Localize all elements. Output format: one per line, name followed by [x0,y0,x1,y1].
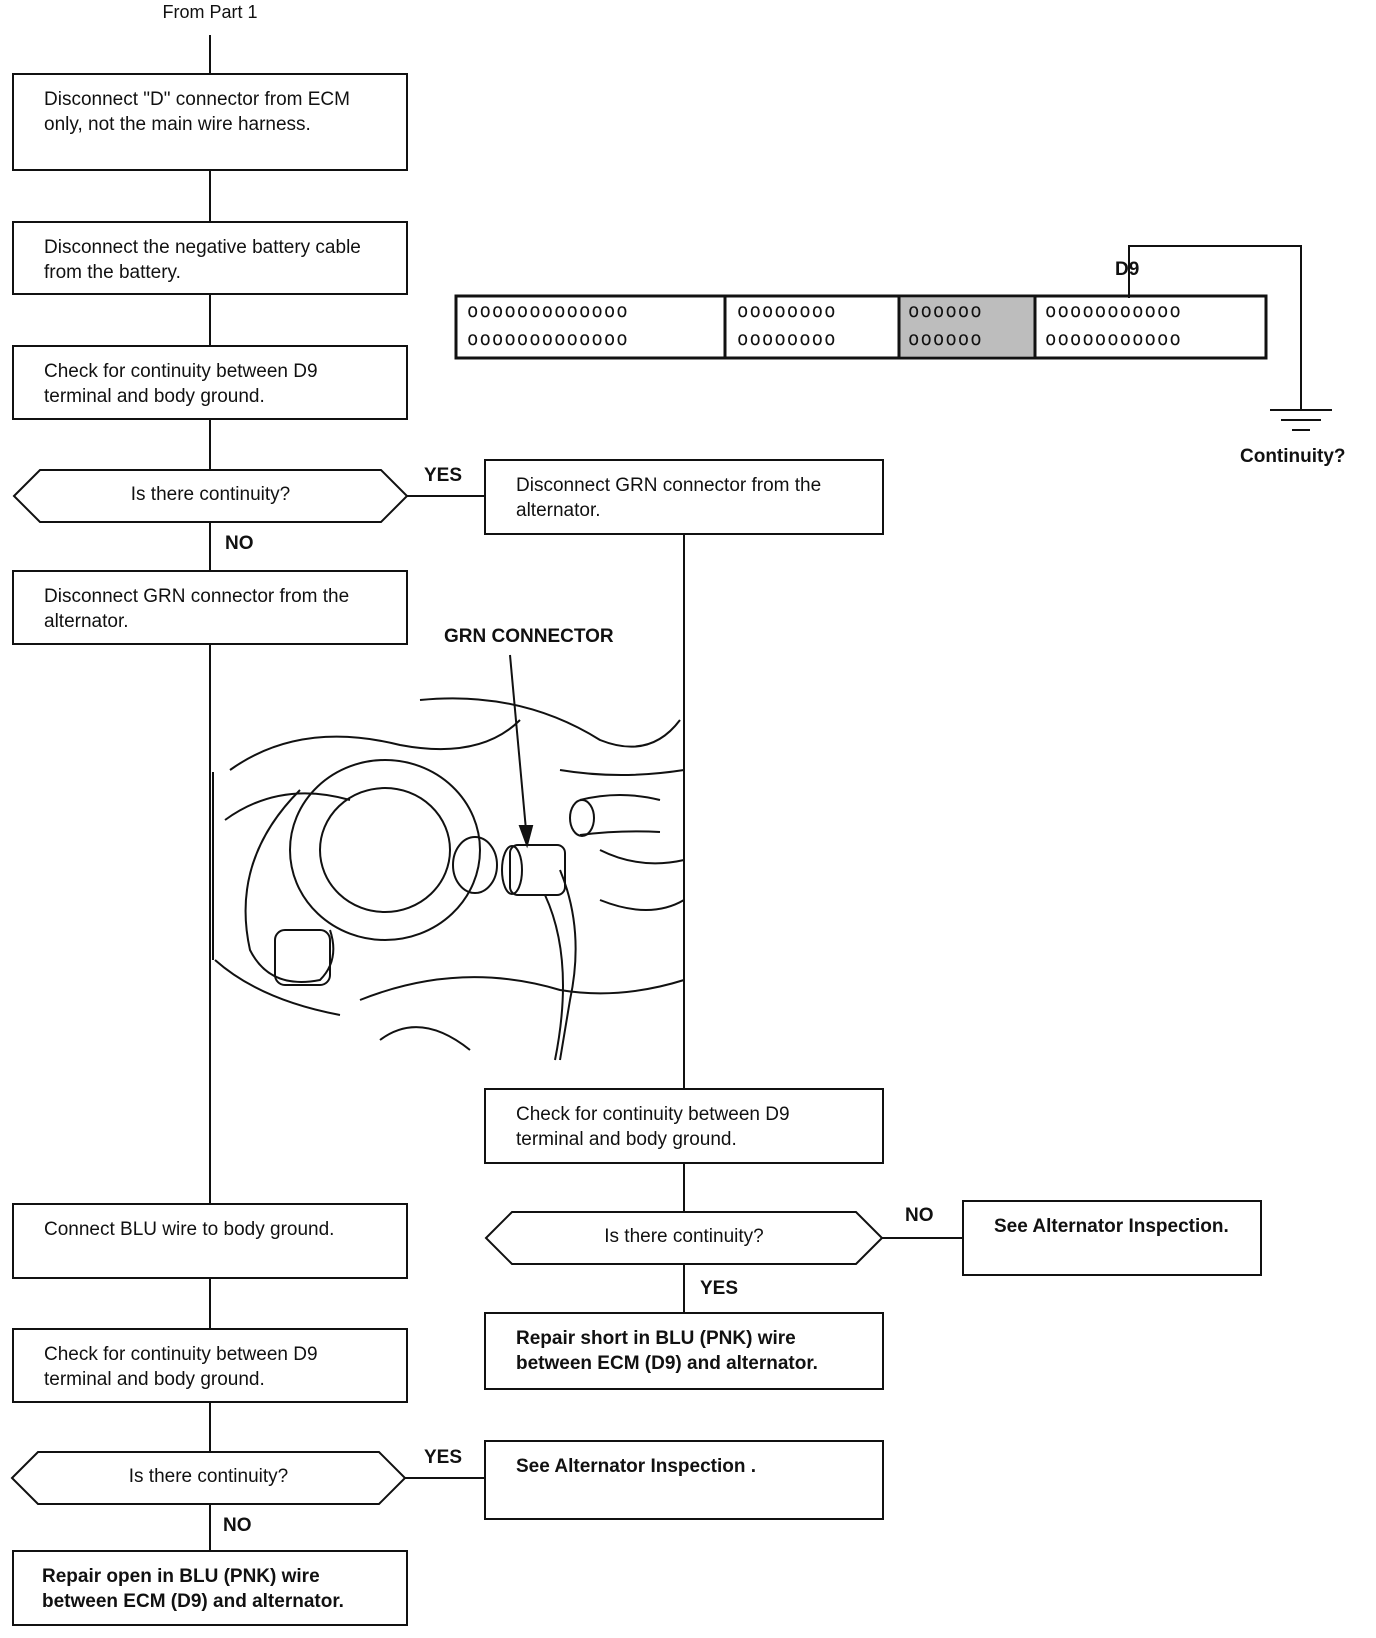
connector-row-2-seg-4: ooooooooooo [1045,328,1182,350]
from-part-label: From Part 1 [162,2,258,22]
connector-row-2-seg-3: oooooo [908,328,983,350]
no-label-3: NO [905,1205,934,1226]
yes-label-1: YES [424,465,463,486]
continuity-question-label: Continuity? [1240,446,1346,467]
d9-terminal-label: D9 [1115,259,1140,280]
decision-shape-1 [12,469,409,523]
decision-text-3: Is there continuity? [604,1226,764,1247]
step-disconnect-grn-right: Disconnect GRN connector from the altern… [484,459,884,535]
connector-row-1-seg-2: oooooooo [737,300,837,322]
step-check-continuity-1: Check for continuity between D9 terminal… [12,345,408,420]
decision-text-1: Is there continuity? [130,484,291,505]
connector-row-2-seg-2: oooooooo [737,328,837,350]
step-connect-blu-wire: Connect BLU wire to body ground. [12,1203,408,1279]
decision-shape-2 [10,1451,407,1505]
connector-row-1-seg-3: oooooo [908,300,983,322]
grn-connector-label: GRN CONNECTOR [444,626,614,647]
result-repair-open: Repair open in BLU (PNK) wire between EC… [12,1550,408,1626]
step-disconnect-battery: Disconnect the negative battery cable fr… [12,221,408,295]
yes-label-2: YES [424,1447,463,1468]
result-see-alternator-2: See Alternator Inspection . [484,1440,884,1520]
step-check-continuity-3: Check for continuity between D9 terminal… [12,1328,408,1403]
connector-row-1-seg-4: ooooooooooo [1045,300,1182,322]
connector-row-1-seg-1: ooooooooooooo [467,300,629,322]
connector-row-2-seg-1: ooooooooooooo [467,328,629,350]
no-label-2: NO [223,1515,252,1536]
no-label-1: NO [225,533,254,554]
result-see-alternator-1: See Alternator Inspection. [962,1200,1262,1276]
decision-text-2: Is there continuity? [128,1466,289,1487]
alternator-illustration [212,654,685,1061]
step-disconnect-grn-left: Disconnect GRN connector from the altern… [12,570,408,645]
decision-shape-3 [484,1211,884,1265]
ecm-connector-diagram [454,245,1332,431]
step-disconnect-d-connector: Disconnect "D" connector from ECM only, … [12,73,408,171]
result-repair-short: Repair short in BLU (PNK) wire between E… [484,1312,884,1390]
step-check-continuity-2: Check for continuity between D9 terminal… [484,1088,884,1164]
yes-label-3: YES [700,1278,739,1299]
